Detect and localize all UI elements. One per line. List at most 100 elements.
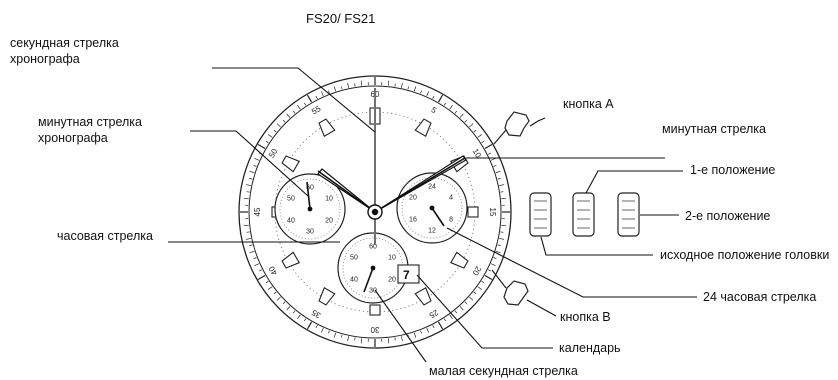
subdial-number: 16 xyxy=(409,217,417,224)
date-value: 7 xyxy=(403,268,410,282)
bezel-tick xyxy=(265,140,269,144)
bezel-number: 15 xyxy=(488,208,497,217)
bezel-tick xyxy=(292,310,296,314)
hour-marker xyxy=(281,155,300,173)
bezel-tick xyxy=(499,184,505,186)
hour-marker xyxy=(450,251,469,269)
bezel-tick xyxy=(449,105,453,110)
bezel-tick xyxy=(249,178,253,180)
bezel-tick xyxy=(243,197,249,200)
chrono-minute-hand xyxy=(306,181,311,210)
bezel-tick xyxy=(347,336,349,342)
hand-24h xyxy=(431,207,445,227)
diagram-title: FS20/ FS21 xyxy=(306,11,375,26)
subdial-number: 8 xyxy=(449,217,453,224)
subdial-number: 30 xyxy=(306,229,314,236)
bezel-tick xyxy=(454,310,458,314)
bezel-tick xyxy=(360,338,363,344)
bezel-tick xyxy=(347,82,349,88)
date-window: 7 xyxy=(397,264,420,284)
bezel-tick xyxy=(490,157,496,161)
bezel-tick xyxy=(497,244,501,246)
bezel-tick xyxy=(268,134,273,138)
bezel-tick xyxy=(265,280,269,284)
bezel-tick xyxy=(360,80,363,86)
bezel-tick xyxy=(303,102,307,106)
subdial-number: 24 xyxy=(428,184,436,191)
label-position-1: 1-е положение xyxy=(690,163,775,177)
bezel-tick xyxy=(249,250,255,254)
bezel-tick xyxy=(420,330,422,334)
bezel-tick xyxy=(437,321,444,330)
bezel-tick xyxy=(257,274,266,281)
label-chrono-second-hand-line1: секундная стрелка xyxy=(10,36,119,50)
bezel-tick xyxy=(426,327,430,333)
subdial-number: 20 xyxy=(325,218,333,225)
subdial-number: 10 xyxy=(388,255,396,262)
bezel-tick xyxy=(401,82,403,88)
bezel-tick xyxy=(297,314,301,319)
subdial-number: 12 xyxy=(428,228,436,235)
bezel-tick xyxy=(315,96,318,100)
bezel-number: 30 xyxy=(370,325,379,334)
bezel-number: 5 xyxy=(430,105,439,115)
bezel-tick xyxy=(273,129,277,133)
bezel-tick xyxy=(481,140,485,144)
hour-marker xyxy=(414,287,432,306)
bezel-tick xyxy=(341,334,343,338)
bezel-tick xyxy=(253,257,257,259)
bezel-tick xyxy=(245,238,251,240)
bezel-tick xyxy=(282,119,286,123)
subdial-number: 4 xyxy=(449,195,453,202)
bezel-tick xyxy=(477,286,482,290)
bezel-tick xyxy=(501,197,507,200)
label-hour-hand: часовая стрелка xyxy=(57,229,153,243)
bezel-tick xyxy=(420,90,422,94)
hour-marker xyxy=(318,287,336,306)
subdial-number: 60 xyxy=(369,244,377,251)
label-button-a: кнопка A xyxy=(563,97,614,111)
bezel-tick xyxy=(387,338,390,344)
bezel-tick xyxy=(493,165,497,167)
bezel-ticks xyxy=(240,77,510,347)
bezel-tick xyxy=(286,306,291,311)
bezel-tick xyxy=(341,86,343,90)
bezel-tick xyxy=(249,244,253,246)
bezel-tick xyxy=(432,324,435,328)
label-chrono-minute-hand-line2: хронографа xyxy=(38,131,108,145)
bezel-inner-ring xyxy=(248,85,502,339)
bezel-tick xyxy=(245,184,251,186)
subdial-number: 40 xyxy=(287,218,295,225)
bezel-tick xyxy=(443,102,447,106)
bezel-tick xyxy=(484,143,493,150)
bezel-tick xyxy=(401,336,403,342)
bezel-tick xyxy=(320,91,324,97)
bezel-tick xyxy=(497,178,501,180)
bezel-tick xyxy=(320,327,324,333)
bezel-tick xyxy=(257,143,266,150)
bezel-tick xyxy=(487,152,491,155)
bezel-tick xyxy=(407,86,409,90)
hour-marker xyxy=(467,206,479,218)
bezel-tick xyxy=(328,330,330,334)
bezel-tick xyxy=(477,134,482,138)
bezel-tick xyxy=(437,94,444,103)
bezel-tick xyxy=(413,86,417,92)
hour-marker xyxy=(281,251,300,269)
bezel-tick xyxy=(286,113,291,118)
bezel-tick xyxy=(499,238,505,240)
bezel-tick xyxy=(328,90,330,94)
bezel-tick xyxy=(276,296,281,301)
leader-lines xyxy=(168,67,697,363)
subdial-number: 30 xyxy=(369,288,377,295)
hour-marker xyxy=(318,118,336,137)
bezel-tick xyxy=(297,105,301,110)
bezel-tick xyxy=(306,94,313,103)
bezel-tick xyxy=(306,321,313,330)
subdial-number: 20 xyxy=(409,195,417,202)
hour-marker xyxy=(414,118,432,137)
bezel-tick xyxy=(243,224,249,227)
bezel-tick xyxy=(432,96,435,100)
bezel-tick xyxy=(473,291,477,295)
